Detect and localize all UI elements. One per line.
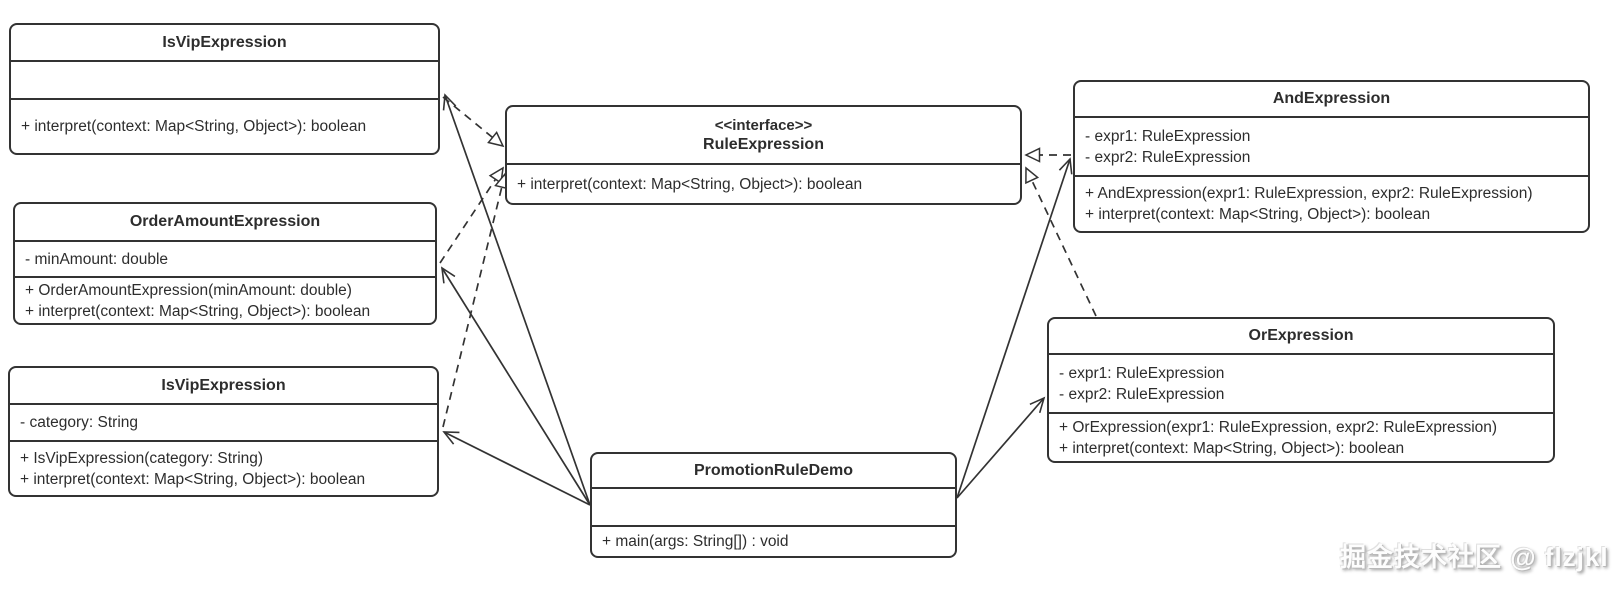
method-entry: + interpret(context: Map<String, Object>… bbox=[1059, 439, 1405, 457]
method-entry: + interpret(context: Map<String, Object>… bbox=[20, 470, 366, 488]
method-entry: + OrderAmountExpression(minAmount: doubl… bbox=[25, 282, 352, 299]
class-methods: + IsVipExpression(category: String) + in… bbox=[10, 442, 437, 495]
class-attributes: - category: String bbox=[10, 405, 437, 442]
edge-realization-isvip-top-to-ruleexpression bbox=[442, 96, 505, 148]
interface-stereotype: <<interface>> bbox=[714, 116, 813, 134]
class-title: IsVipExpression bbox=[11, 25, 438, 62]
class-isvipexpression-bottom: IsVipExpression - category: String + IsV… bbox=[8, 366, 439, 497]
method-entry: + IsVipExpression(category: String) bbox=[20, 449, 264, 467]
class-name: IsVipExpression bbox=[161, 376, 286, 394]
class-title: <<interface>> RuleExpression bbox=[507, 107, 1020, 165]
class-title: IsVipExpression bbox=[10, 368, 437, 405]
class-name: AndExpression bbox=[1272, 90, 1391, 107]
class-attributes bbox=[11, 62, 438, 100]
attribute-entry: - expr2: RuleExpression bbox=[1085, 148, 1251, 166]
class-methods: + AndExpression(expr1: RuleExpression, e… bbox=[1075, 177, 1588, 231]
class-orexpression: OrExpression - expr1: RuleExpression - e… bbox=[1047, 317, 1555, 463]
class-isvipexpression-top: IsVipExpression + interpret(context: Map… bbox=[9, 23, 440, 155]
class-name: IsVipExpression bbox=[162, 33, 287, 51]
class-methods: + main(args: String[]) : void bbox=[592, 527, 955, 556]
edge-association-demo-to-orexpression bbox=[956, 396, 1046, 499]
class-methods: + OrderAmountExpression(minAmount: doubl… bbox=[15, 278, 435, 324]
method-entry: + interpret(context: Map<String, Object>… bbox=[517, 175, 863, 193]
attribute-entry: - expr1: RuleExpression bbox=[1085, 127, 1251, 145]
method-entry: + OrExpression(expr1: RuleExpression, ex… bbox=[1059, 418, 1498, 436]
attribute-entry: - expr1: RuleExpression bbox=[1059, 364, 1225, 382]
class-title: AndExpression bbox=[1075, 82, 1588, 118]
method-entry: + interpret(context: Map<String, Object>… bbox=[25, 303, 371, 320]
edge-realization-isvip-bottom-to-ruleexpression bbox=[442, 172, 510, 428]
attribute-entry: - category: String bbox=[20, 414, 139, 431]
method-entry: + interpret(context: Map<String, Object>… bbox=[1085, 206, 1431, 223]
attribute-entry: - minAmount: double bbox=[25, 250, 169, 268]
method-entry: + AndExpression(expr1: RuleExpression, e… bbox=[1085, 185, 1533, 202]
class-title: OrExpression bbox=[1049, 319, 1553, 355]
class-title: PromotionRuleDemo bbox=[592, 454, 955, 489]
class-attributes: - expr1: RuleExpression - expr2: RuleExp… bbox=[1075, 118, 1588, 177]
edge-association-demo-to-isvip-bottom bbox=[442, 431, 591, 506]
watermark-text: 掘金技术社区 @ flzjkl bbox=[1340, 542, 1609, 572]
edge-realization-orderamount-to-ruleexpression bbox=[439, 166, 504, 264]
class-name: RuleExpression bbox=[703, 135, 824, 153]
class-methods: + interpret(context: Map<String, Object>… bbox=[507, 165, 1020, 203]
class-orderamountexpression: OrderAmountExpression - minAmount: doubl… bbox=[13, 202, 437, 325]
class-attributes bbox=[592, 489, 955, 527]
class-name: OrderAmountExpression bbox=[129, 213, 321, 230]
method-entry: + main(args: String[]) : void bbox=[602, 533, 789, 550]
class-methods: + interpret(context: Map<String, Object>… bbox=[11, 100, 438, 153]
class-name: OrExpression bbox=[1248, 327, 1354, 344]
class-methods: + OrExpression(expr1: RuleExpression, ex… bbox=[1049, 414, 1553, 461]
edge-association-demo-to-orderamount bbox=[440, 266, 591, 506]
class-promotionruledemo: PromotionRuleDemo + main(args: String[])… bbox=[590, 452, 957, 558]
attribute-entry: - expr2: RuleExpression bbox=[1059, 385, 1225, 403]
class-title: OrderAmountExpression bbox=[15, 204, 435, 242]
class-attributes: - minAmount: double bbox=[15, 242, 435, 278]
class-name: PromotionRuleDemo bbox=[693, 461, 854, 479]
class-andexpression: AndExpression - expr1: RuleExpression - … bbox=[1073, 80, 1590, 233]
method-entry: + interpret(context: Map<String, Object>… bbox=[21, 118, 367, 135]
class-attributes: - expr1: RuleExpression - expr2: RuleExp… bbox=[1049, 355, 1553, 414]
interface-ruleexpression: <<interface>> RuleExpression + interpret… bbox=[505, 105, 1022, 205]
